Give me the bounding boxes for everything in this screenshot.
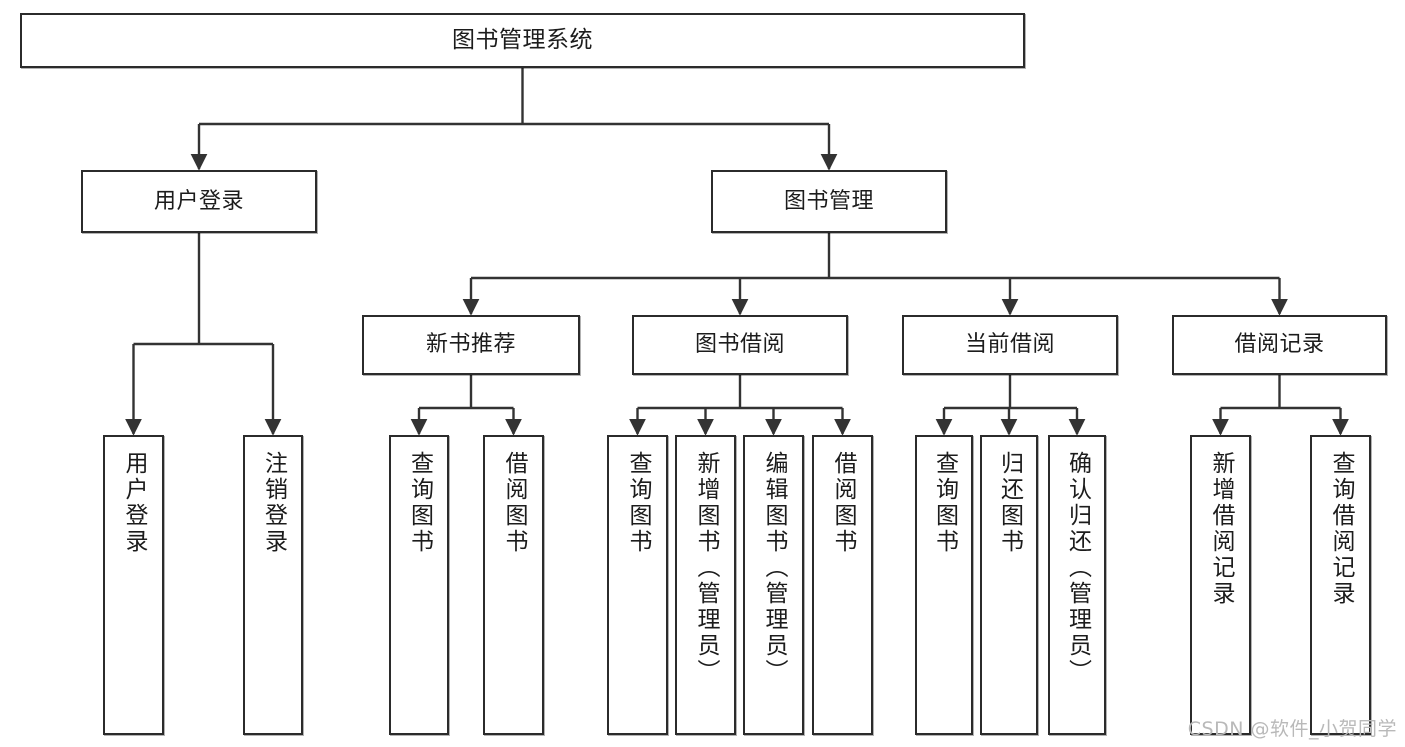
node-leaf-query-book-2[interactable]: 查询图书 — [607, 435, 668, 735]
node-leaf-borrow-book-1-label: 借阅图书 — [501, 451, 527, 555]
node-leaf-query-book-3[interactable]: 查询图书 — [915, 435, 973, 735]
node-leaf-query-record-label: 查询借阅记录 — [1328, 451, 1354, 607]
node-user-login[interactable]: 用户登录 — [81, 170, 317, 233]
node-leaf-return-book[interactable]: 归还图书 — [980, 435, 1038, 735]
node-book-borrow[interactable]: 图书借阅 — [632, 315, 848, 375]
node-leaf-user-login[interactable]: 用户登录 — [103, 435, 164, 735]
node-book-borrow-label: 图书借阅 — [694, 332, 785, 358]
node-book-manage[interactable]: 图书管理 — [711, 170, 947, 233]
node-leaf-borrow-book-2[interactable]: 借阅图书 — [812, 435, 873, 735]
node-leaf-add-record[interactable]: 新增借阅记录 — [1190, 435, 1251, 735]
node-leaf-add-record-label: 新增借阅记录 — [1208, 451, 1234, 607]
node-leaf-query-book-3-label: 查询图书 — [931, 451, 958, 555]
node-leaf-user-logout[interactable]: 注销登录 — [243, 435, 303, 735]
node-leaf-confirm-return-label: 确认归还（管理员） — [1064, 451, 1091, 685]
node-leaf-add-book[interactable]: 新增图书（管理员） — [675, 435, 736, 735]
node-new-book-recommend[interactable]: 新书推荐 — [362, 315, 580, 375]
node-leaf-borrow-book-1[interactable]: 借阅图书 — [483, 435, 544, 735]
node-book-manage-label: 图书管理 — [783, 188, 874, 214]
node-leaf-query-book-1-label: 查询图书 — [406, 451, 433, 555]
node-leaf-query-book-1[interactable]: 查询图书 — [389, 435, 449, 735]
node-leaf-query-book-2-label: 查询图书 — [625, 451, 651, 555]
node-leaf-borrow-book-2-label: 借阅图书 — [830, 451, 856, 555]
watermark-text: CSDN @软件_小贺同学 — [1187, 718, 1397, 740]
node-new-book-recommend-label: 新书推荐 — [425, 332, 516, 358]
node-leaf-edit-book[interactable]: 编辑图书（管理员） — [743, 435, 804, 735]
node-borrow-record-label: 借阅记录 — [1234, 332, 1325, 358]
node-borrow-record[interactable]: 借阅记录 — [1172, 315, 1387, 375]
node-root[interactable]: 图书管理系统 — [20, 13, 1025, 68]
node-root-label: 图书管理系统 — [452, 26, 593, 53]
node-leaf-query-record[interactable]: 查询借阅记录 — [1310, 435, 1371, 735]
node-leaf-user-login-label: 用户登录 — [121, 451, 147, 555]
node-user-login-label: 用户登录 — [153, 188, 244, 214]
node-current-borrow[interactable]: 当前借阅 — [902, 315, 1118, 375]
node-current-borrow-label: 当前借阅 — [964, 332, 1055, 358]
node-leaf-return-book-label: 归还图书 — [996, 451, 1023, 555]
node-leaf-confirm-return[interactable]: 确认归还（管理员） — [1048, 435, 1106, 735]
node-leaf-edit-book-label: 编辑图书（管理员） — [761, 451, 787, 685]
node-leaf-add-book-label: 新增图书（管理员） — [693, 451, 719, 685]
node-leaf-user-logout-label: 注销登录 — [260, 451, 287, 555]
